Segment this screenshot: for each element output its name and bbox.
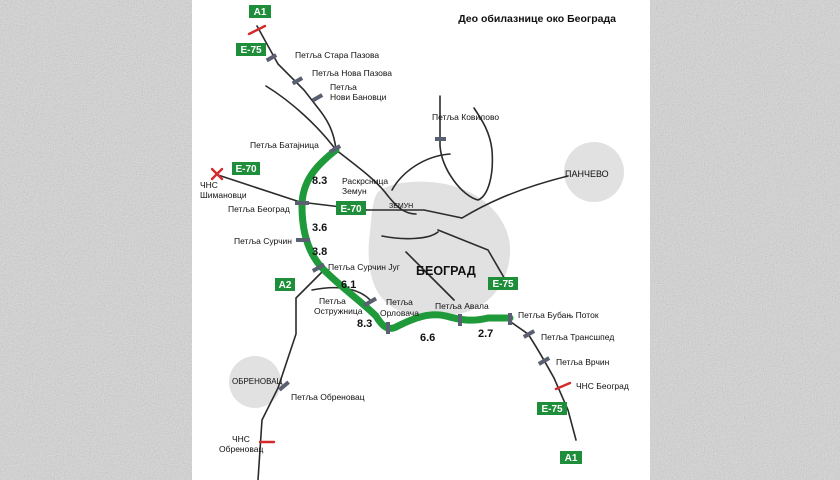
interchange-marker-batajnica xyxy=(328,144,342,154)
bypass-map: Део обилазнице око Београда БЕОГРАД ЗЕМУ… xyxy=(192,0,650,480)
noise-margin-left xyxy=(0,0,192,480)
road-zemun xyxy=(365,209,463,219)
shield-e70-mid: E-70 xyxy=(336,201,366,215)
svg-text:A2: A2 xyxy=(279,280,292,291)
label-kovilovo: Петља Ковилово xyxy=(432,112,499,122)
distance-avala-buban-potok: 2.7 xyxy=(478,328,493,340)
interchange-marker-surcin-jug xyxy=(311,262,326,273)
label-batajnica: Петља Батајница xyxy=(250,140,319,150)
distance-beograd-surcin: 3.6 xyxy=(312,222,327,234)
label-buban-potok: Петља Бубањ Поток xyxy=(518,310,599,320)
label-toll-beograd: ЧНС Београд xyxy=(576,381,629,391)
obrenovac-city-area xyxy=(229,356,281,408)
road-zemun-cross xyxy=(335,149,417,215)
pancevo-city-area xyxy=(564,142,624,202)
label-toll-simanovci-2: Шимановци xyxy=(200,190,247,200)
label-avala: Петља Авала xyxy=(435,301,489,311)
road-kovilovo xyxy=(439,95,494,201)
interchange-marker-orlovaca xyxy=(386,322,390,334)
label-vrcin: Петља Врчин xyxy=(556,357,610,367)
label-transsped: Петља Трансшпед xyxy=(541,332,614,342)
interchange-marker-avala xyxy=(458,314,462,326)
shield-a2: A2 xyxy=(275,278,295,291)
toll-marker-beograd xyxy=(554,381,572,391)
interchange-marker-buban-potok xyxy=(508,313,512,325)
svg-text:A1: A1 xyxy=(565,453,578,464)
road-city-south2 xyxy=(405,251,455,301)
noise-margin-right xyxy=(650,0,840,480)
toll-marker-simanovci-b xyxy=(210,167,224,181)
distance-ostruznica-orlovaca: 8.3 xyxy=(357,318,372,330)
interchange-marker-stara-pazova xyxy=(265,53,278,63)
interchange-marker-transsped xyxy=(522,329,536,339)
label-novi-banovci-2: Нови Бановци xyxy=(330,92,387,102)
label-novi-banovci-1: Петља xyxy=(330,82,357,92)
distance-batajnica-beograd: 8.3 xyxy=(312,175,327,187)
svg-text:E-75: E-75 xyxy=(541,404,563,415)
beograd-city-area xyxy=(368,181,511,317)
interchange-marker-beograd xyxy=(295,201,309,205)
city-label-pancevo: ПАНЧЕВО xyxy=(565,169,609,179)
city-label-zemun: ЗЕМУН xyxy=(389,203,413,210)
label-obrenovac: Петља Обреновац xyxy=(291,392,365,402)
shield-e75-bottom: E-75 xyxy=(537,402,567,415)
road-novi-banovci xyxy=(265,85,337,151)
label-ostruznica-2: Остружница xyxy=(314,306,363,316)
toll-marker-a1-north xyxy=(247,24,267,36)
road-a2-obrenovac xyxy=(257,271,323,480)
svg-text:E-75: E-75 xyxy=(240,45,262,56)
interchange-marker-surcin xyxy=(296,238,310,242)
svg-text:A1: A1 xyxy=(254,7,267,18)
shield-e75-top: E-75 xyxy=(236,43,266,56)
svg-text:E-70: E-70 xyxy=(235,164,257,175)
road-a1-north xyxy=(256,25,337,151)
label-toll-obrenovac-2: Обреновац xyxy=(219,444,264,454)
label-surcin: Петља Сурчин xyxy=(234,236,292,246)
interchange-marker-ostruznica xyxy=(362,296,378,308)
svg-text:E-70: E-70 xyxy=(340,204,362,215)
distance-surcin-jug-ostruznica: 6.1 xyxy=(341,279,356,291)
label-zemun-cross-1: Раскрсница xyxy=(342,176,388,186)
interchange-marker-vrcin xyxy=(537,356,551,366)
road-east-city xyxy=(437,229,511,289)
label-zemun-cross-2: Земун xyxy=(342,186,367,196)
map-title: Део обилазнице око Београда xyxy=(458,13,616,25)
interchange-marker-kovilovo xyxy=(435,137,446,141)
interchange-marker-novi-banovci xyxy=(311,93,324,103)
svg-text:E-75: E-75 xyxy=(492,279,514,290)
interchange-marker-nova-pazova xyxy=(291,76,304,86)
label-beograd-interchange: Петља Београд xyxy=(228,204,290,214)
shield-e70-left: E-70 xyxy=(232,162,260,175)
distance-orlovaca-avala: 6.6 xyxy=(420,332,435,344)
bypass-route xyxy=(298,146,514,332)
label-orlovaca-2: Орловача xyxy=(380,308,419,318)
road-pancevo xyxy=(461,175,569,219)
label-stara-pazova: Петља Стара Пазова xyxy=(295,50,379,60)
label-surcin-jug: Петља Сурчин Југ xyxy=(328,262,400,272)
label-ostruznica-1: Петља xyxy=(319,296,346,306)
shield-a1-top: A1 xyxy=(249,5,271,18)
label-nova-pazova: Петља Нова Пазова xyxy=(312,68,392,78)
label-toll-obrenovac-1: ЧНС xyxy=(232,434,250,444)
interchange-marker-obrenovac xyxy=(278,380,290,392)
label-orlovaca-1: Петља xyxy=(386,297,413,307)
shield-a1-bottom: A1 xyxy=(560,451,582,464)
road-city-south xyxy=(381,231,439,240)
label-toll-simanovci-1: ЧНС xyxy=(200,180,218,190)
distance-surcin-surcin-jug: 3.8 xyxy=(312,246,327,258)
city-label-obrenovac: ОБРЕНОВАЦ xyxy=(232,377,283,386)
city-label-beograd: БЕОГРАД xyxy=(416,264,476,278)
road-north-loop xyxy=(391,153,451,191)
shield-e75-right: E-75 xyxy=(488,277,518,290)
